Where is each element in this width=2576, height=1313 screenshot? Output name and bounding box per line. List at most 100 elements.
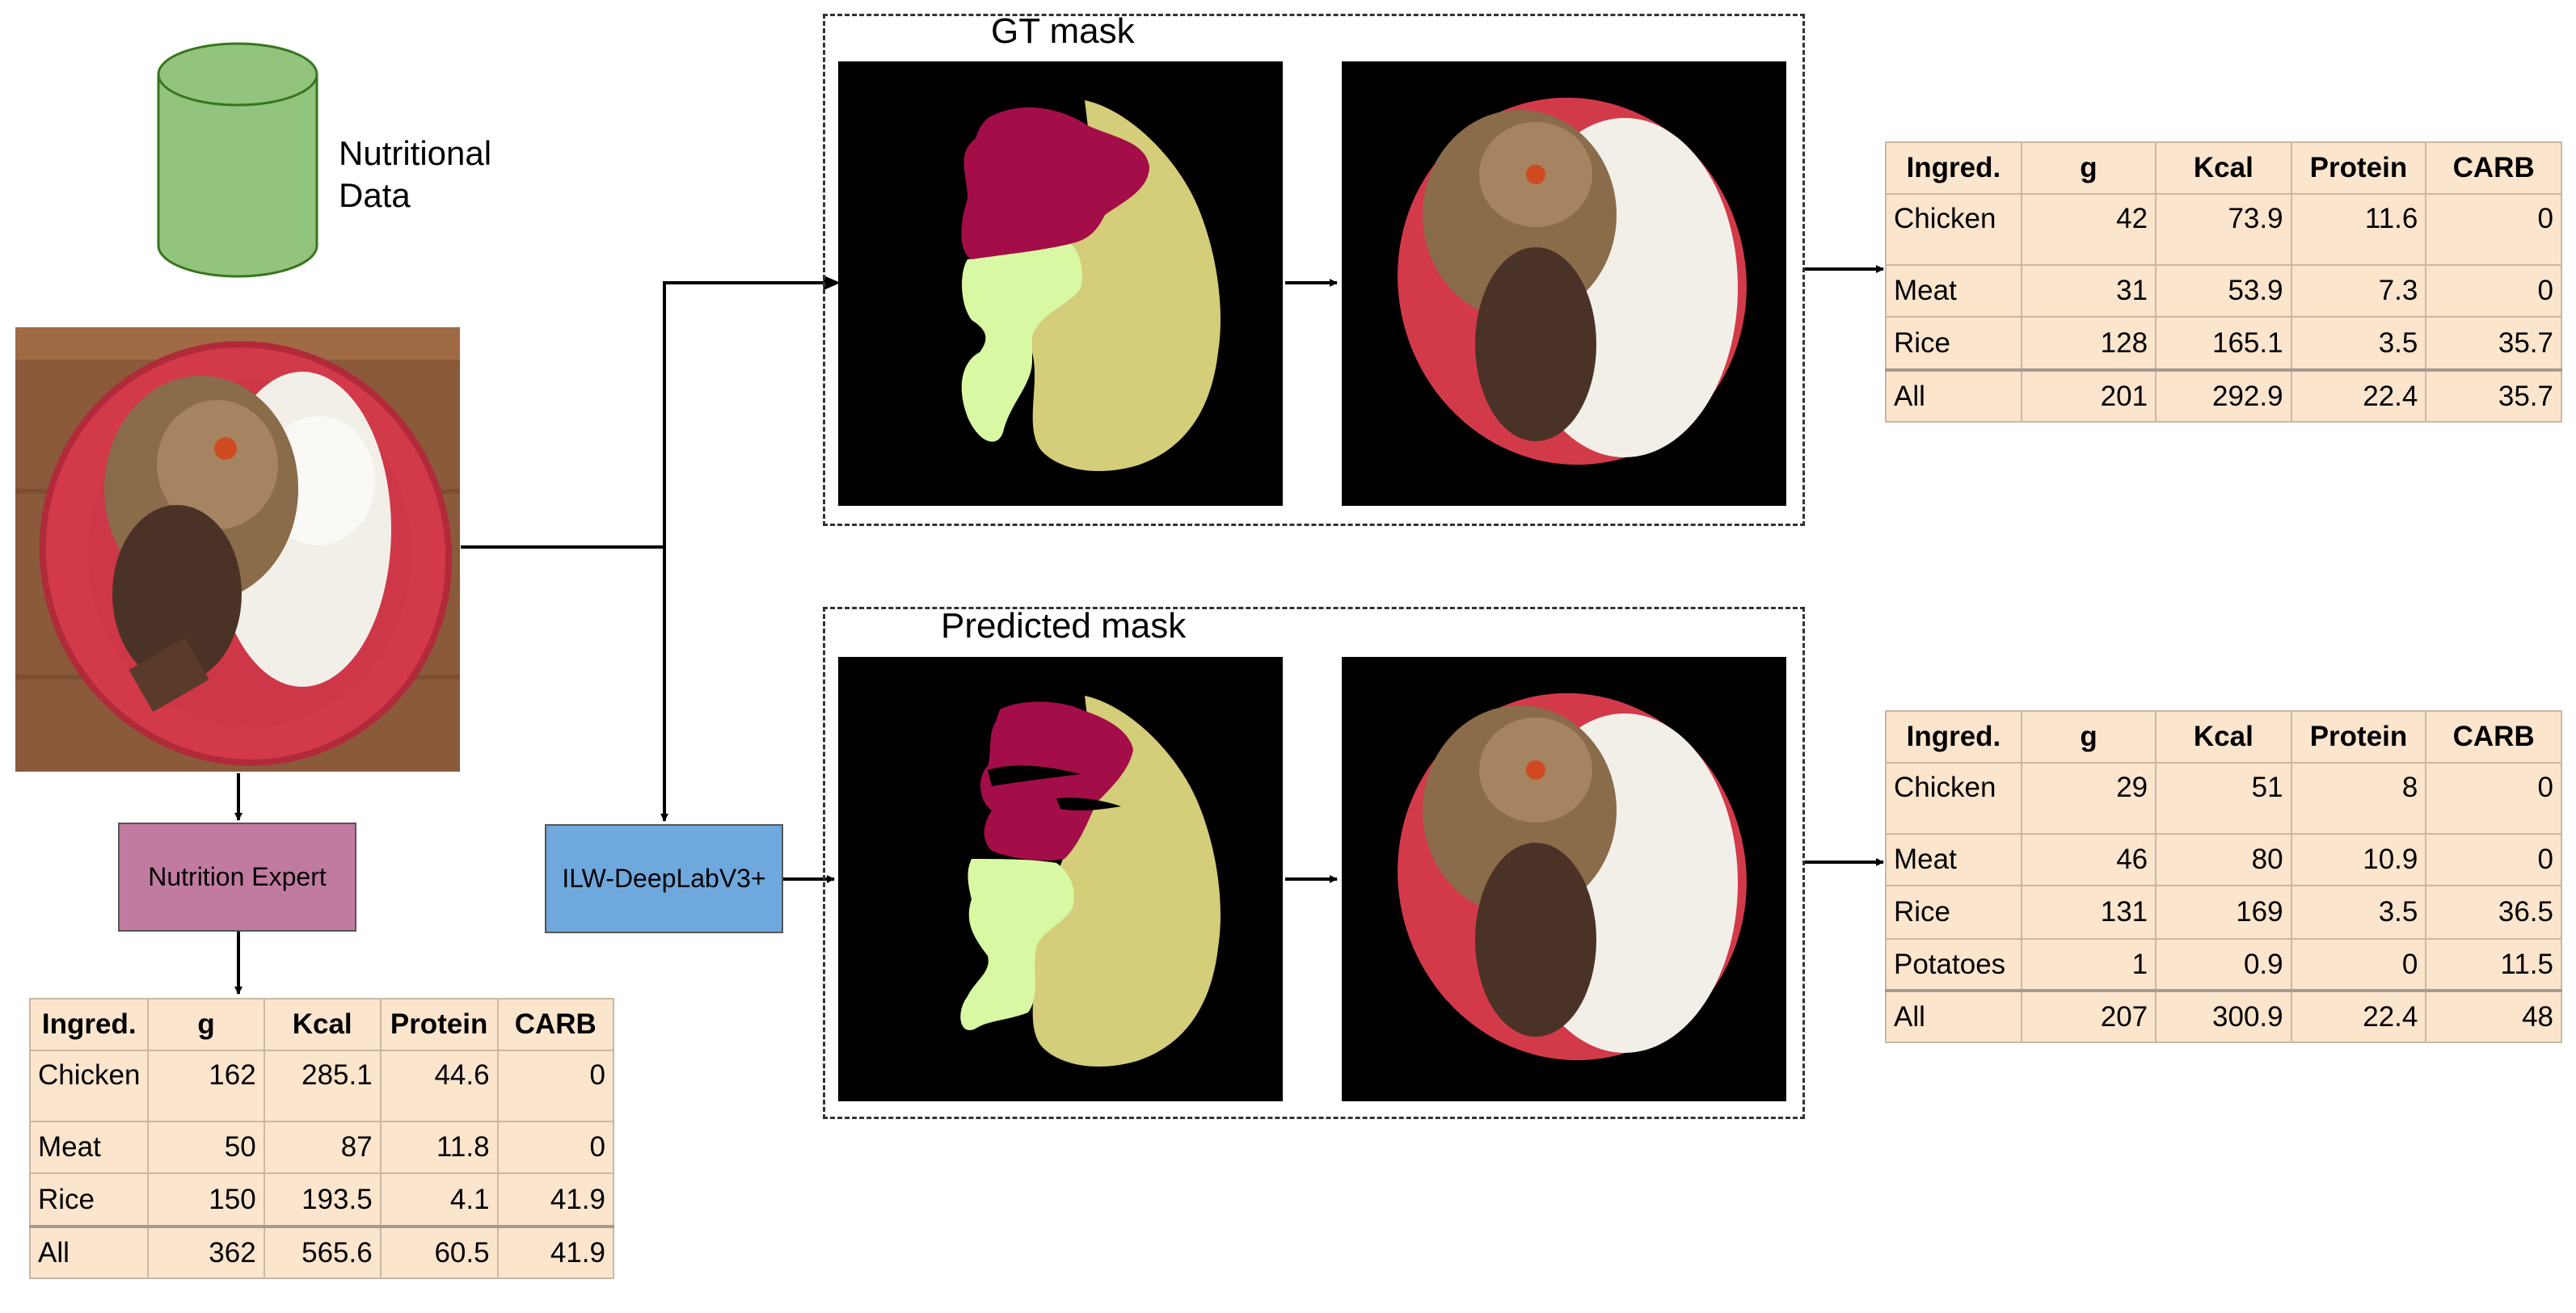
value-cell: 50 bbox=[147, 1121, 265, 1174]
value-cell: 53.9 bbox=[2155, 264, 2292, 318]
nutrition-expert-box: Nutrition Expert bbox=[118, 823, 356, 932]
value-cell: 0 bbox=[2290, 938, 2427, 991]
ingredient-cell: Rice bbox=[28, 1172, 150, 1227]
predicted-mask-image bbox=[838, 657, 1283, 1101]
ingredient-cell: Potatoes bbox=[1885, 938, 2022, 991]
column-header: Kcal bbox=[2155, 141, 2292, 195]
column-header: Protein bbox=[379, 998, 499, 1051]
value-cell: 4.1 bbox=[379, 1172, 499, 1227]
predicted-mask-panel bbox=[823, 607, 1805, 1119]
value-cell: 31 bbox=[2020, 264, 2157, 318]
value-cell: 44.6 bbox=[379, 1050, 499, 1122]
value-cell: 42 bbox=[2020, 193, 2157, 266]
ingredient-cell: Meat bbox=[1885, 264, 2022, 318]
value-cell: 150 bbox=[147, 1172, 265, 1227]
value-cell: 162 bbox=[147, 1050, 265, 1122]
column-header: CARB bbox=[2425, 710, 2562, 764]
value-cell: 11.8 bbox=[379, 1121, 499, 1174]
column-header: Ingred. bbox=[1885, 710, 2022, 764]
value-cell: 41.9 bbox=[496, 1172, 615, 1227]
value-cell: 285.1 bbox=[263, 1050, 382, 1122]
branch-to-gt-arrow bbox=[663, 279, 835, 547]
value-cell: 36.5 bbox=[2425, 885, 2562, 940]
value-cell: 3.5 bbox=[2290, 885, 2427, 940]
value-cell: 29 bbox=[2020, 762, 2157, 835]
database-label-line1: Nutritional bbox=[339, 134, 492, 172]
value-cell: 35.7 bbox=[2425, 316, 2562, 371]
value-cell: 0 bbox=[2425, 833, 2562, 886]
column-header: g bbox=[2020, 710, 2157, 764]
ingredient-cell: Chicken bbox=[1885, 193, 2022, 266]
value-cell: 7.3 bbox=[2290, 264, 2427, 318]
value-cell: 193.5 bbox=[263, 1172, 382, 1227]
database-label-line2: Data bbox=[339, 176, 411, 214]
value-cell: 3.5 bbox=[2290, 316, 2427, 371]
value-cell: 0 bbox=[496, 1050, 615, 1122]
total-value-cell: 565.6 bbox=[263, 1225, 382, 1279]
database-cylinder-icon bbox=[157, 42, 318, 278]
predicted-mask-title: Predicted mask bbox=[941, 606, 1187, 646]
value-cell: 0 bbox=[2425, 193, 2562, 266]
total-value-cell: 300.9 bbox=[2155, 989, 2292, 1043]
ingredient-cell: Rice bbox=[1885, 885, 2022, 940]
total-value-cell: 60.5 bbox=[379, 1225, 499, 1279]
value-cell: 0.9 bbox=[2155, 938, 2292, 991]
column-header: Ingred. bbox=[1885, 141, 2022, 195]
total-value-cell: 207 bbox=[2020, 989, 2157, 1043]
value-cell: 0 bbox=[496, 1121, 615, 1174]
column-header: g bbox=[2020, 141, 2157, 195]
database-label: Nutritional Data bbox=[339, 133, 491, 217]
value-cell: 80 bbox=[2155, 833, 2292, 886]
ingredient-cell: Chicken bbox=[1885, 762, 2022, 835]
column-header: Protein bbox=[2290, 141, 2427, 195]
predicted-masked-food-image bbox=[1342, 657, 1786, 1101]
total-label-cell: All bbox=[28, 1225, 150, 1279]
value-cell: 8 bbox=[2290, 762, 2427, 835]
column-header: CARB bbox=[496, 998, 615, 1051]
value-cell: 1 bbox=[2020, 938, 2157, 991]
food-photo bbox=[15, 327, 460, 772]
ingredient-cell: Meat bbox=[28, 1121, 150, 1174]
value-cell: 10.9 bbox=[2290, 833, 2427, 886]
gt-mask-image bbox=[838, 61, 1283, 506]
value-cell: 11.5 bbox=[2425, 938, 2562, 991]
column-header: Kcal bbox=[2155, 710, 2292, 764]
value-cell: 0 bbox=[2425, 264, 2562, 318]
ingredient-cell: Rice bbox=[1885, 316, 2022, 371]
model-box: ILW-DeepLabV3+ bbox=[545, 824, 783, 933]
total-value-cell: 48 bbox=[2425, 989, 2562, 1043]
gt-mask-title: GT mask bbox=[991, 11, 1135, 51]
value-cell: 87 bbox=[263, 1121, 382, 1174]
value-cell: 11.6 bbox=[2290, 193, 2427, 266]
total-label-cell: All bbox=[1885, 368, 2022, 423]
total-value-cell: 201 bbox=[2020, 368, 2157, 423]
value-cell: 46 bbox=[2020, 833, 2157, 886]
value-cell: 73.9 bbox=[2155, 193, 2292, 266]
column-header: g bbox=[147, 998, 265, 1051]
column-header: Kcal bbox=[263, 998, 382, 1051]
column-header: CARB bbox=[2425, 141, 2562, 195]
total-value-cell: 41.9 bbox=[496, 1225, 615, 1279]
total-value-cell: 22.4 bbox=[2290, 368, 2427, 423]
value-cell: 131 bbox=[2020, 885, 2157, 940]
total-value-cell: 35.7 bbox=[2425, 368, 2562, 423]
gt-masked-food-image bbox=[1342, 61, 1786, 506]
value-cell: 0 bbox=[2425, 762, 2562, 835]
ingredient-cell: Meat bbox=[1885, 833, 2022, 886]
value-cell: 165.1 bbox=[2155, 316, 2292, 371]
